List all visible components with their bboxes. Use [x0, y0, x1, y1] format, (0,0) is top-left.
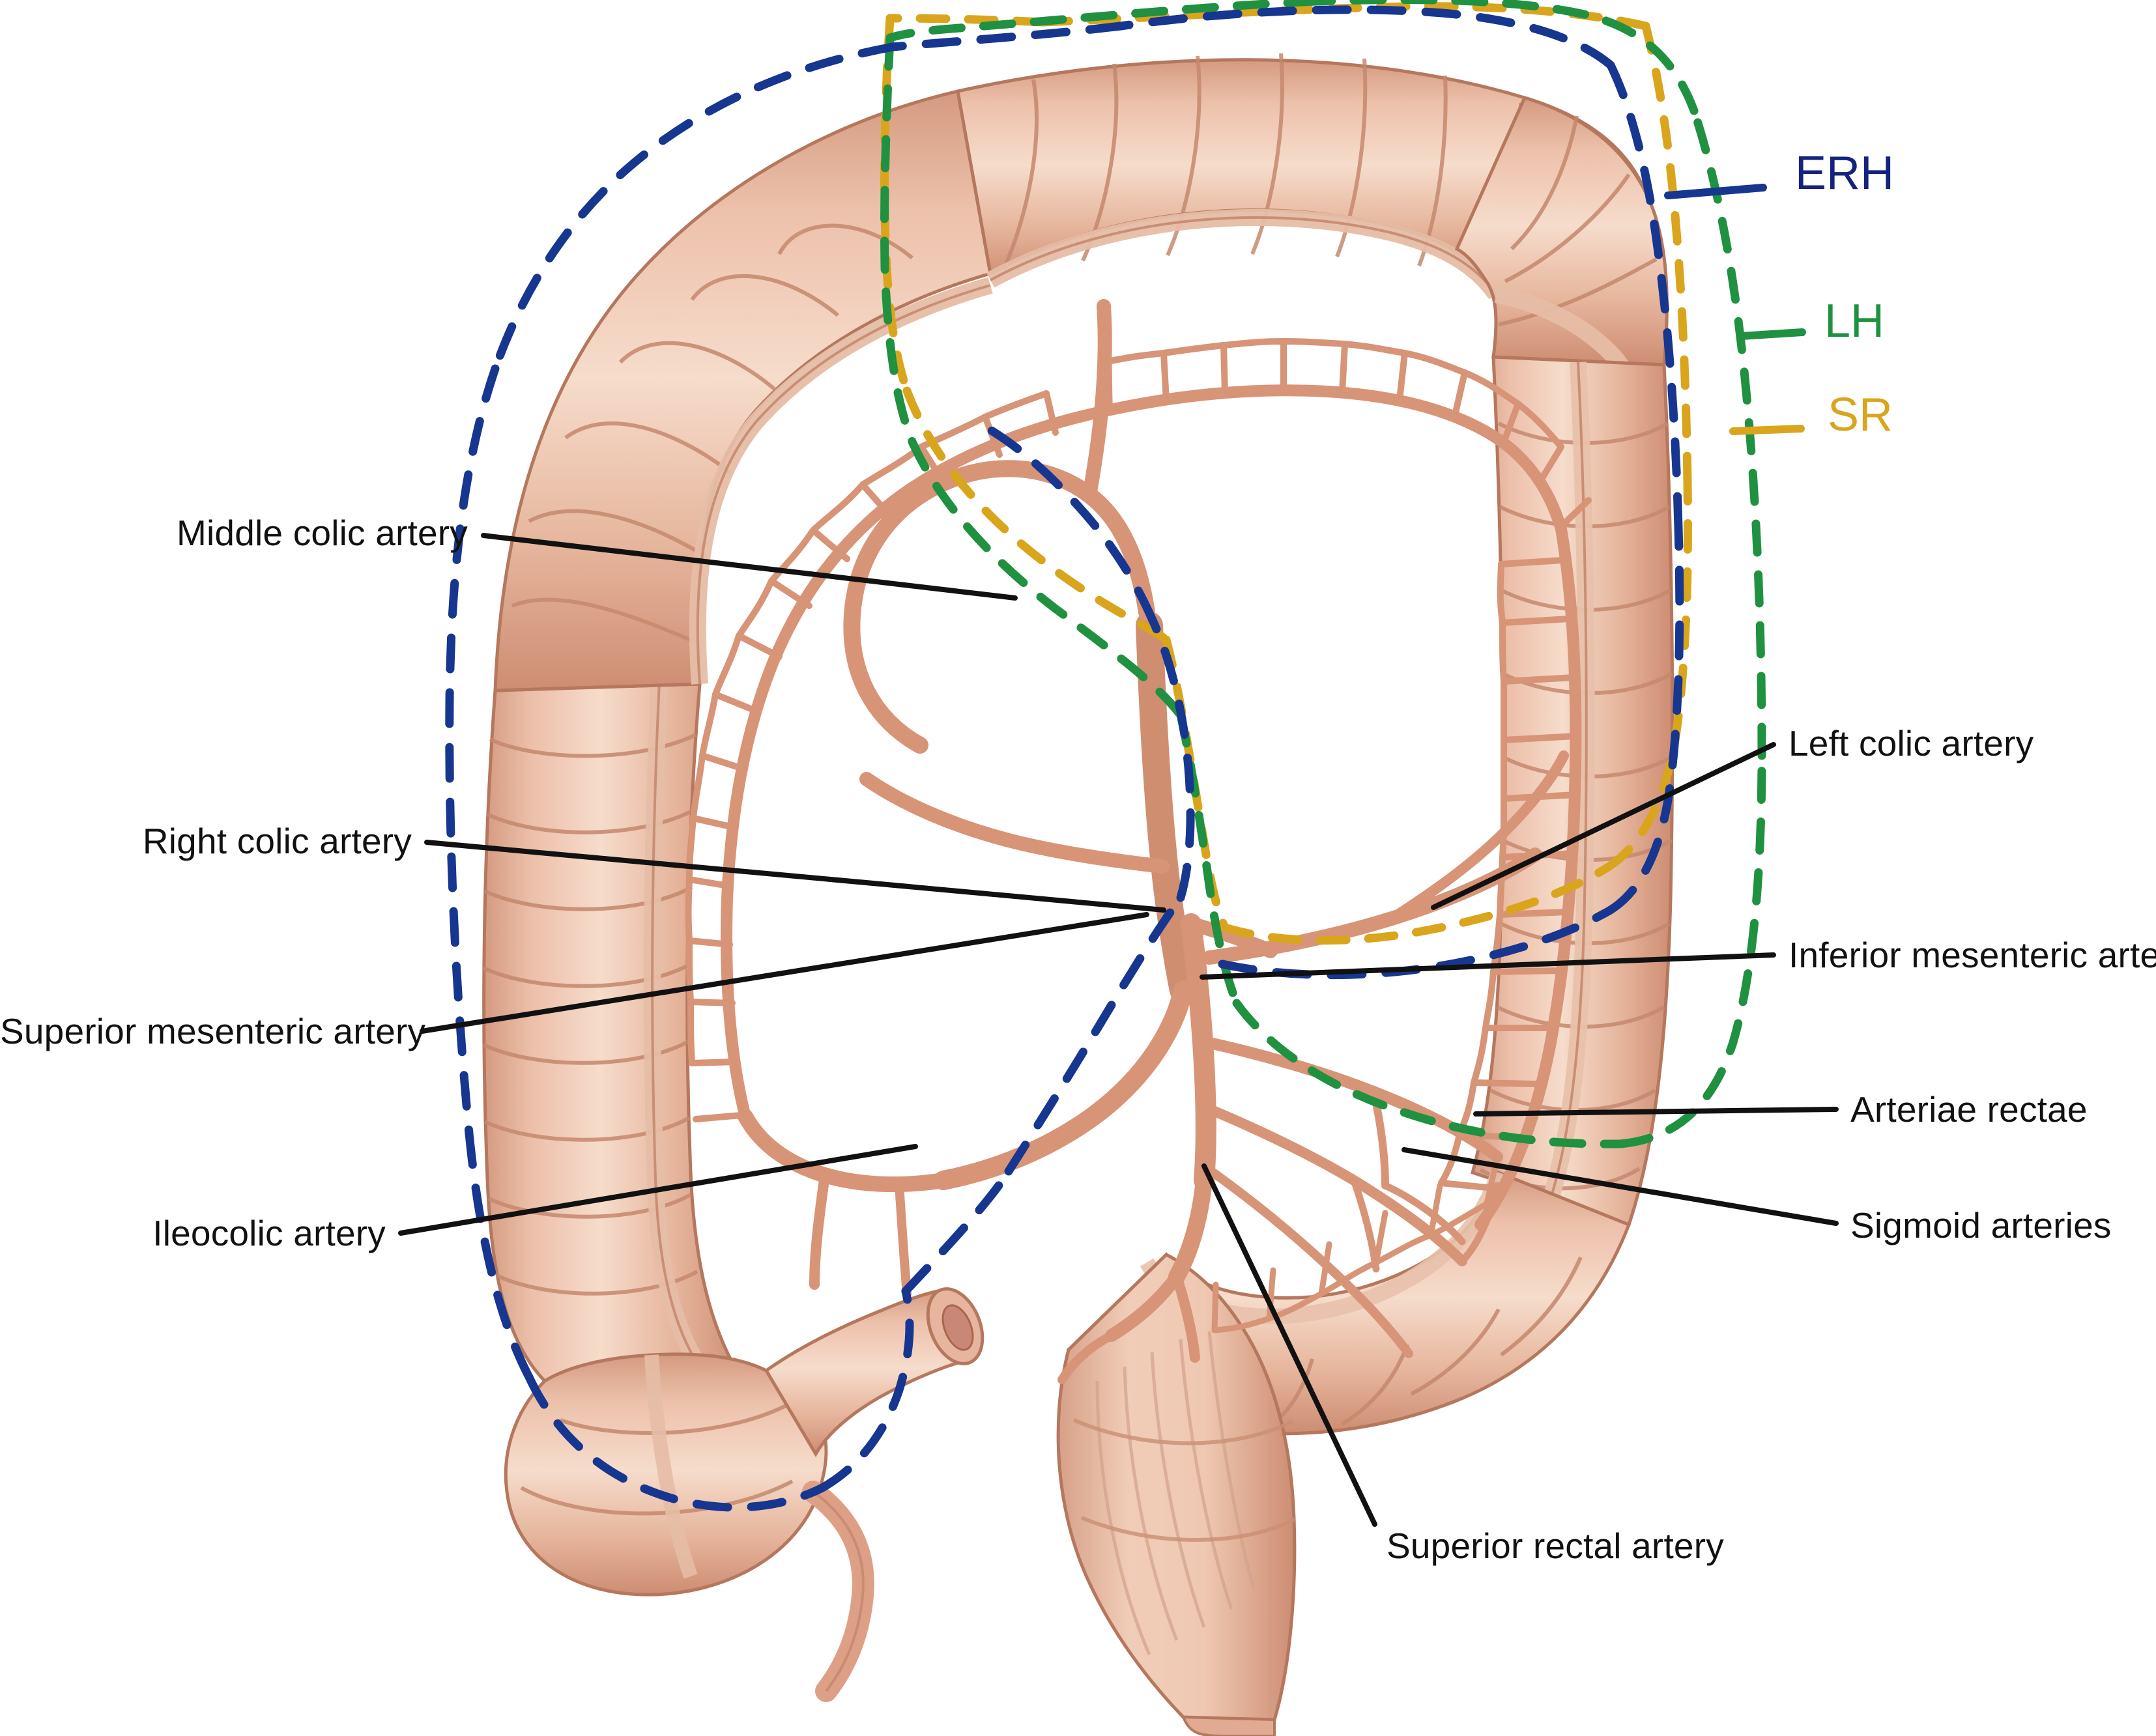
leader-inferior-mesenteric-artery — [1200, 952, 1776, 980]
marginal-artery-transverse — [1099, 301, 1567, 535]
legend-label-sr: SR — [1828, 389, 1893, 441]
superior-rectal-artery — [1057, 1172, 1213, 1384]
label-left-colic-artery: Left colic artery — [1789, 723, 2034, 763]
legend-leader-erh — [1664, 184, 1767, 199]
right-colic-artery — [859, 772, 1170, 874]
leader-arteriae-rectae — [1473, 1107, 1839, 1117]
label-leaders — [398, 533, 1839, 1527]
arteriae-rectae-transverse — [1100, 338, 1592, 531]
splenic-flexure — [1454, 95, 1669, 465]
label-arteriae-rectae: Arteriae rectae — [1850, 1089, 2088, 1130]
leader-sigmoid-arteries — [1401, 1147, 1839, 1226]
terminal-ileum — [764, 1287, 985, 1457]
leader-middle-colic-artery — [481, 533, 1018, 601]
legend-leaders — [1664, 184, 1806, 435]
label-middle-colic-artery: Middle colic artery — [177, 513, 468, 553]
label-right-colic-artery: Right colic artery — [142, 821, 412, 861]
leader-left-colic-artery — [1431, 742, 1776, 910]
leader-superior-rectal-artery — [1201, 1163, 1377, 1527]
legend-leader-sr — [1729, 425, 1805, 435]
marginal-artery-right — [721, 405, 1114, 1122]
leader-superior-mesenteric-artery — [420, 912, 1149, 1034]
arteriae-rectae-sigmoid — [1211, 1154, 1501, 1333]
legend-label-lh: LH — [1824, 295, 1885, 347]
large-bowel — [482, 53, 1674, 1736]
legend-leader-lh — [1737, 328, 1806, 340]
legend-label-erh: ERH — [1795, 147, 1895, 199]
label-superior-mesenteric-artery: Superior mesenteric artery — [0, 1011, 426, 1051]
hepatic-flexure — [493, 89, 993, 692]
label-sigmoid-arteries: Sigmoid arteries — [1850, 1205, 2112, 1245]
label-inferior-mesenteric-artery: Inferior mesenteric artery — [1789, 935, 2156, 975]
ascending-colon — [482, 681, 746, 1383]
label-superior-rectal-artery: Superior rectal artery — [1387, 1526, 1724, 1566]
leader-right-colic-artery — [424, 840, 1166, 913]
leader-ileocolic-artery — [398, 1144, 918, 1236]
ileocolic-artery — [738, 1109, 951, 1298]
label-ileocolic-artery: Ileocolic artery — [152, 1213, 386, 1253]
arterial-tree — [685, 299, 1592, 1384]
cecum — [504, 1352, 874, 1702]
